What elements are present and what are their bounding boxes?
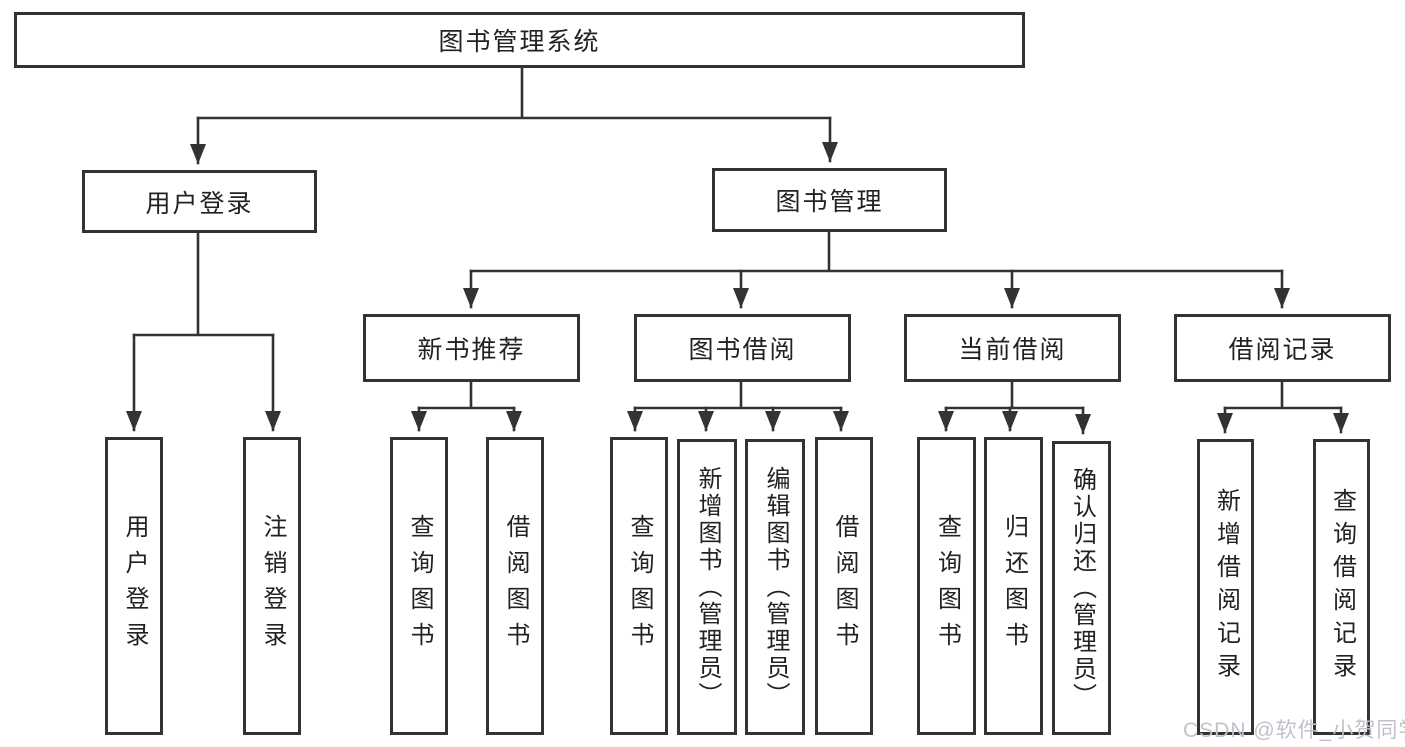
connector-records-rail [1223, 380, 1343, 410]
node-label: 查询借阅记录 [1328, 488, 1356, 686]
leaf-borrowing-borrow-books: 借阅图书 [815, 437, 873, 735]
node-new-book-recommend: 新书推荐 [363, 314, 580, 382]
leaf-borrowing-query-books: 查询图书 [610, 437, 668, 735]
node-label: 新增图书（管理员） [694, 465, 721, 709]
connector-current-rail [944, 380, 1085, 410]
node-label: 借阅图书 [502, 514, 529, 658]
node-label: 新增借阅记录 [1212, 488, 1240, 686]
leaf-records-query-record: 查询借阅记录 [1313, 439, 1370, 735]
node-label: 图书借阅 [688, 336, 797, 364]
leaf-borrowing-add-books-admin: 新增图书（管理员） [677, 439, 737, 735]
node-current-borrowing: 当前借阅 [904, 314, 1121, 382]
connector-user-login-rail [132, 231, 275, 337]
leaf-recommend-query-books: 查询图书 [390, 437, 448, 735]
node-book-borrowing: 图书借阅 [634, 314, 851, 382]
leaf-logout: 注销登录 [243, 437, 301, 735]
node-label: 新书推荐 [417, 336, 526, 364]
leaf-borrowing-edit-books-admin: 编辑图书（管理员） [745, 439, 805, 735]
node-library-management-system: 图书管理系统 [14, 12, 1025, 68]
node-label: 确认归还（管理员） [1068, 466, 1096, 710]
node-label: 借阅图书 [831, 514, 858, 658]
node-label: 查询图书 [406, 514, 433, 658]
node-user-login: 用户登录 [82, 170, 317, 233]
leaf-current-return-books: 归还图书 [984, 437, 1043, 735]
node-label: 注销登录 [259, 514, 286, 658]
leaf-records-add-record: 新增借阅记录 [1197, 439, 1254, 735]
node-borrowing-records: 借阅记录 [1174, 314, 1391, 382]
leaf-current-query-books: 查询图书 [917, 437, 976, 735]
connector-recommend-rail [417, 380, 516, 410]
node-label: 编辑图书（管理员） [762, 465, 789, 709]
node-label: 归还图书 [1000, 514, 1028, 658]
leaf-user-login: 用户登录 [105, 437, 163, 735]
leaf-recommend-borrow-books: 借阅图书 [486, 437, 544, 735]
csdn-watermark: CSDN @软件_小贺同学 [1183, 719, 1405, 742]
connector-borrowing-rail [633, 380, 843, 410]
leaf-current-confirm-return-admin: 确认归还（管理员） [1052, 441, 1111, 735]
connector-book-management-rail [469, 230, 1284, 273]
node-label: 查询图书 [933, 514, 961, 658]
node-book-management: 图书管理 [712, 168, 947, 232]
connector-root-rail [196, 66, 832, 120]
node-label: 借阅记录 [1228, 336, 1337, 364]
node-label: 当前借阅 [958, 336, 1067, 364]
node-label: 查询图书 [626, 514, 653, 658]
node-label: 图书管理系统 [438, 28, 601, 56]
node-label: 用户登录 [145, 189, 254, 218]
node-label: 用户登录 [121, 514, 148, 658]
node-label: 图书管理 [775, 188, 884, 216]
